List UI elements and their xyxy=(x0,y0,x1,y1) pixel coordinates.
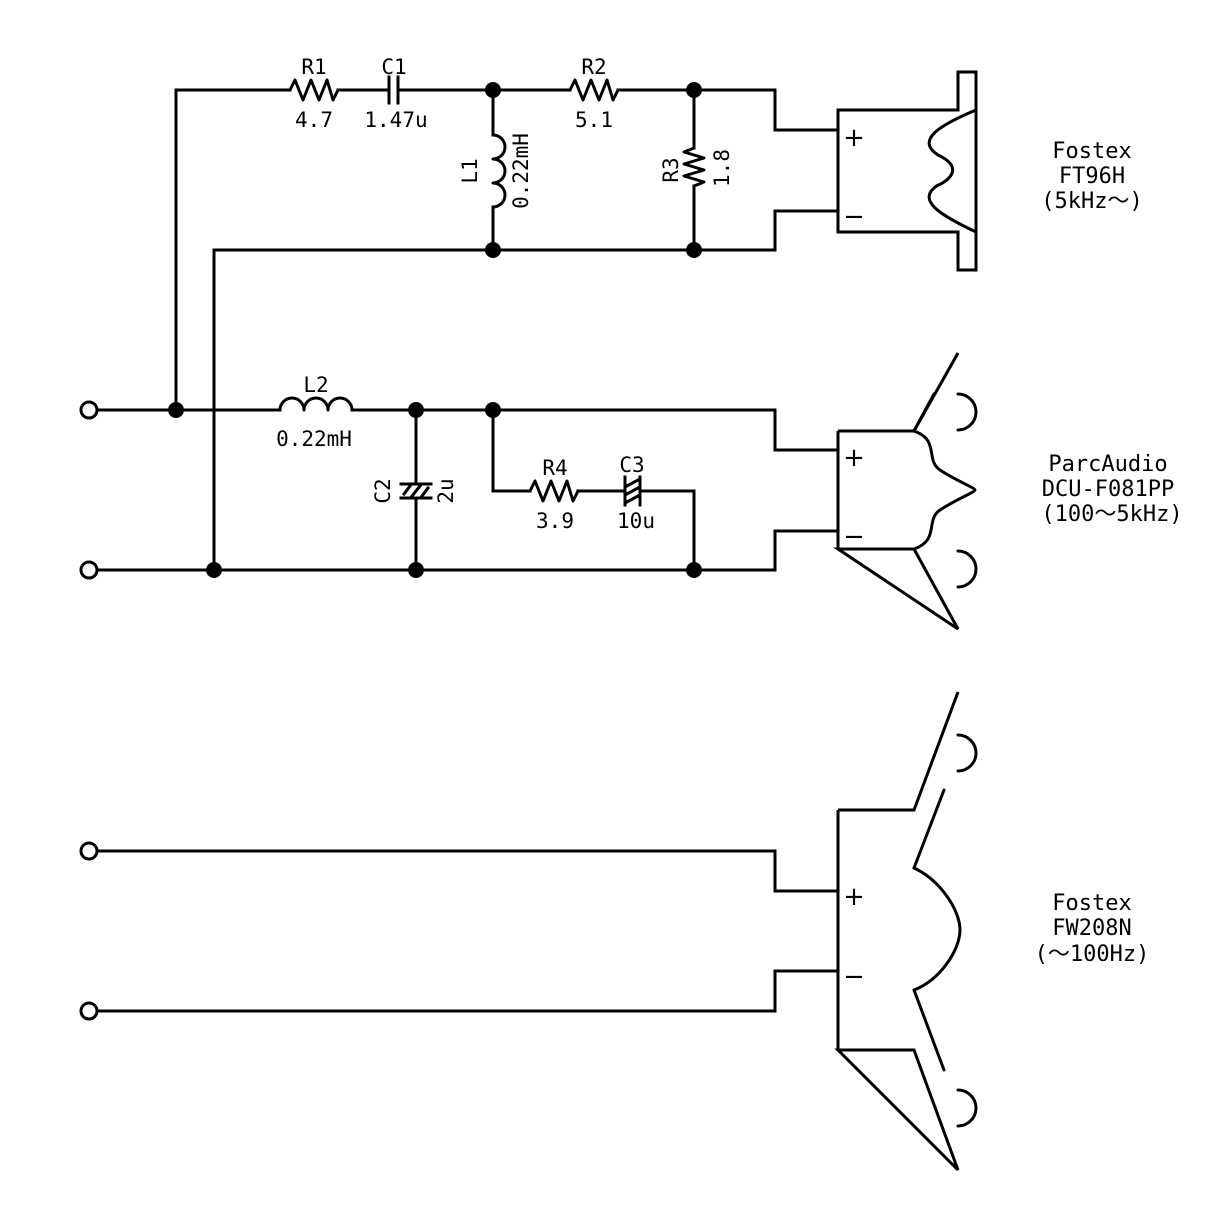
tweeter-plus-sign: + xyxy=(843,123,865,153)
mid-speaker-symbol: + − xyxy=(833,352,978,631)
r4-ref: R4 xyxy=(542,456,567,480)
r3-ref: R3 xyxy=(659,157,683,182)
resistor-r1 xyxy=(288,78,340,102)
wire xyxy=(174,88,292,412)
wire xyxy=(639,489,696,572)
junction-dot xyxy=(686,82,702,98)
woofer-label: Fostex FW208N (～100Hz) xyxy=(1035,891,1150,967)
junction-dot xyxy=(485,242,501,258)
r2-ref: R2 xyxy=(581,55,606,79)
c2-ref: C2 xyxy=(371,478,395,503)
l2-ref: L2 xyxy=(303,373,328,397)
c1-ref: C1 xyxy=(381,55,406,79)
r1-value: 4.7 xyxy=(295,108,333,132)
junction-dot xyxy=(408,402,424,418)
resistor-r2 xyxy=(568,78,620,102)
c2-value: 2u xyxy=(434,478,458,503)
r1-ref: R1 xyxy=(301,55,326,79)
capacitor-c2 xyxy=(399,482,433,500)
woofer-minus-sign: − xyxy=(843,962,865,992)
c3-value: 10u xyxy=(617,509,655,533)
wire xyxy=(96,529,840,572)
wire xyxy=(616,88,840,132)
wire xyxy=(96,969,840,1013)
junction-dot xyxy=(485,402,501,418)
mid-minus-sign: − xyxy=(843,522,865,552)
r3-value: 1.8 xyxy=(710,149,734,187)
c3-ref: C3 xyxy=(619,453,644,477)
resistor-r4 xyxy=(528,479,580,503)
wire xyxy=(96,849,840,893)
input-terminal xyxy=(79,841,99,861)
woofer-speaker-symbol: + − xyxy=(834,691,978,1172)
input-terminal xyxy=(79,560,99,580)
tweeter-speaker-symbol: + − xyxy=(836,70,978,272)
junction-dot xyxy=(408,562,424,578)
l1-value: 0.22mH xyxy=(509,133,533,209)
mid-plus-sign: + xyxy=(843,443,865,473)
tweeter-minus-sign: − xyxy=(843,202,865,232)
tweeter-range: (5kHz～) xyxy=(1041,189,1142,214)
woofer-network xyxy=(79,841,840,1021)
wire xyxy=(350,408,840,452)
woofer-plus-sign: + xyxy=(843,882,865,912)
tweeter-network: R1 4.7 C1 1.47u R2 5.1 L1 0.22mH R3 1.8 xyxy=(174,55,840,572)
input-terminal xyxy=(79,1001,99,1021)
input-terminal xyxy=(79,400,99,420)
inductor-l1 xyxy=(491,133,507,209)
capacitor-c1 xyxy=(387,75,400,105)
woofer-model: FW208N xyxy=(1052,916,1131,941)
r4-value: 3.9 xyxy=(536,509,574,533)
junction-dot xyxy=(686,562,702,578)
mid-maker: ParcAudio xyxy=(1048,452,1167,477)
junction-dot xyxy=(485,82,501,98)
mid-range: (100～5kHz) xyxy=(1041,502,1182,527)
woofer-maker: Fostex xyxy=(1052,891,1131,916)
mid-model: DCU-F081PP xyxy=(1042,477,1174,502)
junction-dot xyxy=(686,242,702,258)
junction-dot xyxy=(206,562,222,578)
wire xyxy=(212,209,840,572)
tweeter-label: Fostex FT96H (5kHz～) xyxy=(1041,139,1142,214)
r2-value: 5.1 xyxy=(575,108,613,132)
l1-ref: L1 xyxy=(458,158,482,183)
capacitor-c3 xyxy=(623,475,642,507)
l2-value: 0.22mH xyxy=(276,427,352,451)
inductor-l2 xyxy=(278,396,354,412)
mid-network: L2 0.22mH C2 2u R4 3.9 C3 10u xyxy=(79,373,840,580)
wire xyxy=(491,408,532,493)
woofer-range: (～100Hz) xyxy=(1035,942,1150,967)
junction-dot xyxy=(168,402,184,418)
resistor-r3 xyxy=(682,146,706,188)
tweeter-maker: Fostex xyxy=(1052,139,1131,164)
c1-value: 1.47u xyxy=(364,108,427,132)
mid-label: ParcAudio DCU-F081PP (100～5kHz) xyxy=(1041,452,1182,527)
tweeter-model: FT96H xyxy=(1059,164,1125,189)
